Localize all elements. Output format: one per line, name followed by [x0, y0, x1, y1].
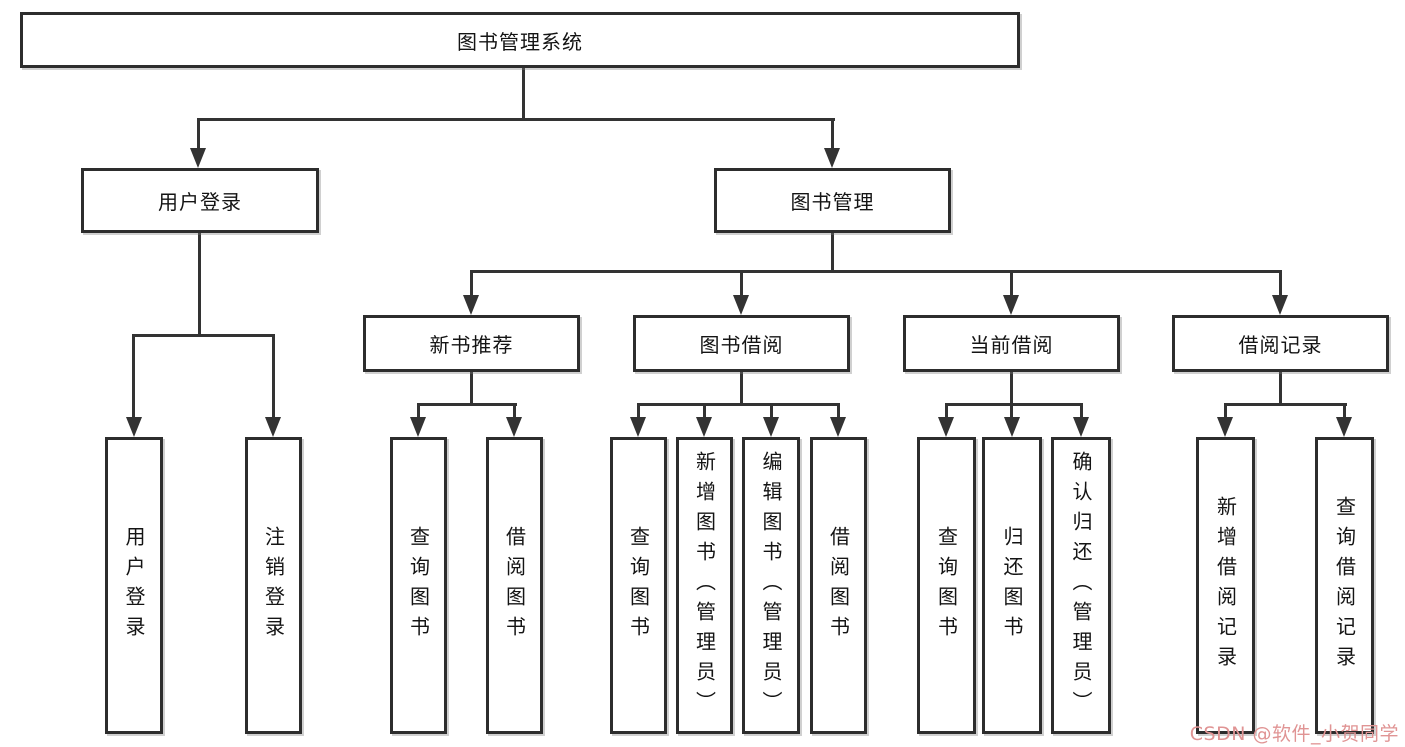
node-label: 查询图书	[626, 525, 651, 646]
arrowhead-down-icon	[506, 417, 522, 437]
connector-line	[1279, 372, 1282, 406]
node-label: 查询图书	[406, 525, 431, 646]
node-user-login: 用户登录	[81, 168, 319, 233]
connector-line	[1080, 403, 1083, 419]
connector-line	[1279, 270, 1282, 298]
node-label: 图书借阅	[699, 333, 784, 357]
node-label: 借阅图书	[502, 525, 527, 646]
arrowhead-down-icon	[265, 417, 281, 437]
node-label: 确认归还（管理员）	[1069, 450, 1093, 721]
node-borrowing-records: 借阅记录	[1172, 315, 1389, 372]
connector-line	[513, 403, 516, 419]
node-book-borrowing: 图书借阅	[633, 315, 850, 372]
arrowhead-down-icon	[126, 417, 142, 437]
node-label: 当前借阅	[969, 333, 1054, 357]
node-label: 用户登录	[158, 190, 242, 214]
node-label: 用户登录	[122, 525, 146, 646]
node-label: 借阅记录	[1238, 333, 1323, 357]
arrowhead-down-icon	[1336, 417, 1352, 437]
arrowhead-down-icon	[1003, 295, 1019, 315]
arrowhead-down-icon	[763, 417, 779, 437]
connector-line	[272, 334, 275, 419]
node-new-book-recommendation: 新书推荐	[363, 315, 580, 372]
leaf-return-books: 归还图书	[982, 437, 1042, 734]
arrowhead-down-icon	[696, 417, 712, 437]
arrowhead-down-icon	[463, 295, 479, 315]
node-current-borrowing: 当前借阅	[903, 315, 1120, 372]
connector-line	[470, 372, 473, 406]
connector-line	[637, 403, 840, 406]
leaf-query-books-current: 查询图书	[917, 437, 976, 734]
node-label: 新增借阅记录	[1213, 495, 1238, 676]
node-label: 新增图书（管理员）	[692, 450, 717, 721]
connector-line	[522, 68, 525, 120]
connector-line	[1224, 403, 1227, 419]
arrowhead-down-icon	[830, 417, 846, 437]
leaf-query-borrow-record: 查询借阅记录	[1315, 437, 1374, 734]
leaf-add-borrow-record: 新增借阅记录	[1196, 437, 1255, 734]
arrowhead-down-icon	[1272, 295, 1288, 315]
connector-line	[1343, 403, 1346, 419]
arrowhead-down-icon	[410, 417, 426, 437]
watermark: CSDN @软件_小贺同学	[1189, 723, 1399, 745]
connector-line	[831, 118, 834, 152]
node-label: 图书管理系统	[457, 29, 583, 54]
leaf-logout: 注销登录	[245, 437, 302, 734]
connector-line	[1010, 270, 1013, 298]
node-label: 查询图书	[934, 525, 959, 646]
leaf-edit-book-admin: 编辑图书（管理员）	[742, 437, 800, 734]
arrowhead-down-icon	[1073, 417, 1089, 437]
connector-line	[637, 403, 640, 419]
connector-line	[197, 118, 200, 152]
connector-line	[417, 403, 420, 419]
connector-line	[470, 270, 473, 298]
connector-line	[945, 403, 948, 419]
leaf-query-books-borrowing: 查询图书	[610, 437, 667, 734]
node-label: 图书管理	[790, 190, 875, 214]
connector-line	[945, 403, 1083, 406]
connector-line	[740, 372, 743, 406]
connector-line	[831, 232, 834, 273]
node-label: 编辑图书（管理员）	[759, 450, 783, 721]
connector-line	[740, 270, 743, 298]
connector-line	[1224, 403, 1347, 406]
connector-line	[417, 403, 517, 406]
connector-line	[703, 403, 706, 419]
leaf-user-login: 用户登录	[105, 437, 163, 734]
node-label: 注销登录	[261, 525, 286, 646]
arrowhead-down-icon	[824, 148, 840, 168]
leaf-confirm-return-admin: 确认归还（管理员）	[1051, 437, 1111, 734]
connector-line	[132, 334, 135, 419]
leaf-borrow-books-recommend: 借阅图书	[486, 437, 543, 734]
arrowhead-down-icon	[630, 417, 646, 437]
connector-line	[837, 403, 840, 419]
node-library-system: 图书管理系统	[20, 12, 1020, 68]
arrowhead-down-icon	[938, 417, 954, 437]
connector-line	[198, 232, 201, 337]
node-label: 归还图书	[1000, 525, 1024, 646]
node-label: 新书推荐	[429, 333, 514, 357]
node-label: 查询借阅记录	[1332, 495, 1357, 676]
arrowhead-down-icon	[1004, 417, 1020, 437]
connector-line	[470, 270, 1282, 273]
leaf-borrow-books-borrowing: 借阅图书	[810, 437, 867, 734]
leaf-query-books-recommend: 查询图书	[390, 437, 447, 734]
connector-line	[770, 403, 773, 419]
arrowhead-down-icon	[1217, 417, 1233, 437]
arrowhead-down-icon	[190, 148, 206, 168]
arrowhead-down-icon	[733, 295, 749, 315]
connector-line	[197, 118, 835, 121]
leaf-add-book-admin: 新增图书（管理员）	[676, 437, 733, 734]
node-label: 借阅图书	[826, 525, 851, 646]
connector-line	[132, 334, 275, 337]
connector-line	[1010, 403, 1013, 419]
node-book-management: 图书管理	[714, 168, 951, 233]
connector-line	[1010, 372, 1013, 406]
